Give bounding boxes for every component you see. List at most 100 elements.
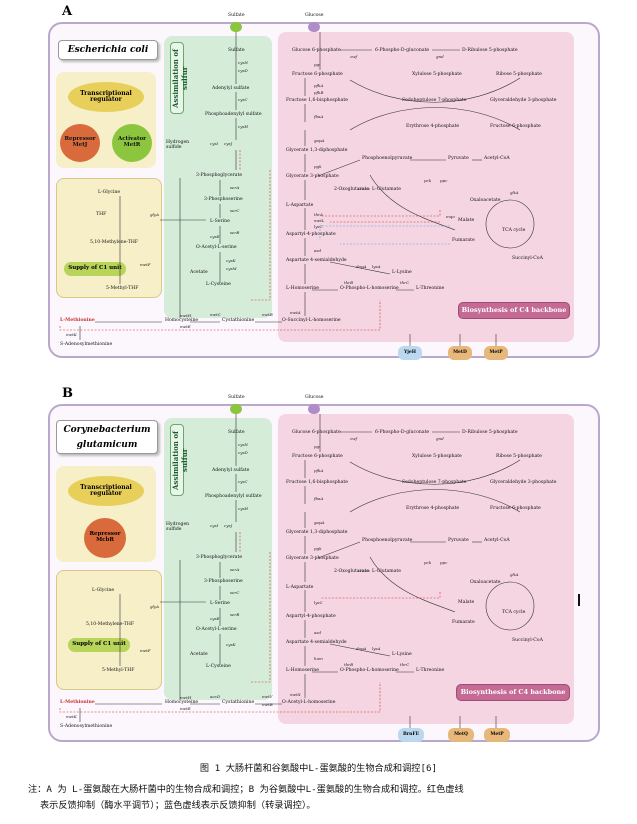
enzyme-b-thrc: thrC xyxy=(400,662,410,667)
enzyme-b-mety: metY xyxy=(262,694,273,699)
metabolite-a-3ps: 3-Phosphoserine xyxy=(204,197,243,202)
enzyme-a-gapa: gapA xyxy=(314,138,325,143)
c4-box-a xyxy=(278,32,574,342)
metabolite-a-aps: Adenylyl sulfate xyxy=(212,86,250,91)
metabolite-b-oah: O-Acetyl-L-homoserine xyxy=(282,700,336,705)
enzyme-a-glta: gltA xyxy=(510,190,519,195)
sulfate-node-b xyxy=(230,404,242,414)
enzyme-a-cysi: cysI xyxy=(210,141,219,146)
metabolite-a-accoa: Acetyl-CoA xyxy=(484,156,510,161)
enzyme-a-cysn: cysN xyxy=(238,60,249,65)
enzyme-b-serc: serC xyxy=(230,590,240,595)
metabolite-a-3pg: 3-Phosphoglycerate xyxy=(196,173,243,178)
enzyme-b-cysn: cysN xyxy=(238,442,249,447)
metabolite-a-fbp: Fructose 1,6-bisphosphate xyxy=(286,98,348,103)
metabolite-b-fbp: Fructose 1,6-bisphosphate xyxy=(286,480,348,485)
metabolite-b-ru5p: D-Ribulose 5-phosphate xyxy=(462,430,518,435)
metabolite-a-5mthf: 5-Methyl-THF xyxy=(106,286,139,291)
metabolite-b-phse: O-Phospho-L-homoserine xyxy=(340,668,399,673)
enzyme-a-pfkb: pfkB xyxy=(314,90,324,95)
metabolite-b-r5p: Ribose 5-phosphate xyxy=(496,454,542,459)
c1-unit-label-b: Supply of C1 unit xyxy=(68,638,130,652)
repressor-ellipse-b: Repressor McbR xyxy=(84,518,126,558)
enzyme-b-metf: metF xyxy=(140,648,151,653)
enzyme-a-metc: metC xyxy=(210,312,221,317)
enzyme-b-mete: metE xyxy=(180,706,191,711)
metabolite-a-bpg: Glycerate 1,3-diphosphate xyxy=(286,148,348,153)
metabolite-a-gly: L-Glycine xyxy=(98,190,121,195)
metabolite-b-cys: L-Cysteine xyxy=(206,664,231,669)
sulfate-input-label-a: Sulfate xyxy=(228,13,245,18)
enzyme-a-pgi: pgi xyxy=(314,62,321,67)
glucose-input-label-b: Glucose xyxy=(305,395,324,400)
enzyme-b-cyse: cysE xyxy=(210,616,220,621)
metabolite-a-cth: Cystathionine xyxy=(222,318,255,323)
metabolite-b-pep: Phosphoenolpyruvate xyxy=(362,538,413,543)
metabolite-a-asp: L-Aspartate xyxy=(286,203,314,208)
metabolite-b-succoa: Succinyl-CoA xyxy=(512,638,543,643)
enzyme-a-thrb: thrB xyxy=(344,280,354,285)
metabolite-b-asa: Aspartate 4-semialdehyde xyxy=(286,640,347,645)
metabolite-a-h2s: Hydrogen sulfide xyxy=(166,140,190,150)
metabolite-b-aps: Adenylyl sulfate xyxy=(212,468,250,473)
regulator-ellipse-b: Transcriptional regulator xyxy=(68,476,144,506)
enzyme-a-dapa: dapA xyxy=(356,264,367,269)
metabolite-b-hse: L-Homoserine xyxy=(286,668,319,673)
enzyme-a-metf: metF xyxy=(140,262,151,267)
metabolite-b-accoa: Acetyl-CoA xyxy=(484,538,510,543)
metabolite-a-tca: TCA cycle xyxy=(502,228,526,233)
organism-label-b: Corynebacterium glutamicum xyxy=(56,420,158,454)
enzyme-b-lysa: lysA xyxy=(372,646,381,651)
metabolite-a-ru5p: D-Ribulose 5-phosphate xyxy=(462,48,518,53)
margin-marker xyxy=(578,594,580,606)
regulator-ellipse-a: Transcriptional regulator xyxy=(68,82,144,112)
metabolite-a-s7p: Sedoheptulose 7-phosphate xyxy=(402,98,467,103)
enzyme-a-gnd: gnd xyxy=(436,54,444,59)
metabolite-b-asp4p: Aspartyl-4-phosphate xyxy=(286,614,336,619)
enzyme-a-cysk: cysK xyxy=(226,258,236,263)
enzyme-b-cysj: cysJ xyxy=(224,523,233,528)
metabolite-a-g6p: Glucose 6-phosphate xyxy=(292,48,341,53)
enzyme-a-meta: metA xyxy=(290,310,301,315)
figure-caption: 图 1 大肠杆菌和谷氨酸中L-蛋氨酸的生物合成和调控[6] xyxy=(199,763,438,774)
metabolite-a-cys: L-Cysteine xyxy=(206,282,231,287)
organism-label-a: Escherichia coli xyxy=(58,40,158,60)
enzyme-b-zwf: zwf xyxy=(350,436,358,441)
enzyme-a-serc: serC xyxy=(230,208,240,213)
enzyme-a-cysc: cysC xyxy=(238,97,248,102)
metabolite-a-pep: Phosphoenolpyruvate xyxy=(362,156,413,161)
metabolite-b-fum: Fumarate xyxy=(452,620,475,625)
metabolite-b-6pg: 6-Phospho-D-gluconate xyxy=(375,430,430,435)
enzyme-b-aecd: aecD xyxy=(210,694,221,699)
metabolite-b-h2s: Hydrogen sulfide xyxy=(166,522,190,532)
metabolite-a-oas: O-Acetyl-L-serine xyxy=(196,245,237,250)
enzyme-b-dapa: dapA xyxy=(356,646,367,651)
enzyme-a-thrc: thrC xyxy=(400,280,410,285)
metabolite-a-succoa: Succinyl-CoA xyxy=(512,256,543,261)
c4-box-label-b: Biosynthesis of C4 backbone xyxy=(456,684,570,701)
enzyme-b-asd: asd xyxy=(314,630,321,635)
metabolite-b-oaa: Oxaloacetate xyxy=(470,580,501,585)
enzyme-a-ppc: ppc xyxy=(440,178,448,183)
enzyme-b-thrb: thrB xyxy=(344,662,354,667)
metabolite-a-thr: L-Threonine xyxy=(416,286,445,291)
metabolite-a-acetate: Acetate xyxy=(190,270,208,275)
metabolite-a-asa: Aspartate 4-semialdehyde xyxy=(286,258,347,263)
enzyme-a-thra: thrA xyxy=(314,212,323,217)
metabolite-a-hcy: Homocysteine xyxy=(165,318,199,323)
metabolite-b-cth: Cystathionine xyxy=(222,700,255,705)
metabolite-b-5mthf: 5-Methyl-THF xyxy=(102,668,135,673)
metabolite-b-hcy: Homocysteine xyxy=(165,700,199,705)
c1-box-a xyxy=(56,178,162,298)
sulfate-node-a xyxy=(230,22,242,32)
enzyme-b-cysd: cysD xyxy=(238,450,248,455)
enzyme-a-pgk: pgk xyxy=(314,164,322,169)
enzyme-a-metk: metK xyxy=(66,332,77,337)
enzyme-b-hom: hom xyxy=(314,656,323,661)
enzyme-b-metk: metK xyxy=(66,714,77,719)
metabolite-a-oaa: Oxaloacetate xyxy=(470,198,501,203)
metabolite-b-sam: S-Adenosylmethionine xyxy=(60,724,113,729)
enzyme-b-glya: glyA xyxy=(150,604,159,609)
metabolite-a-thf: THF xyxy=(96,212,107,217)
